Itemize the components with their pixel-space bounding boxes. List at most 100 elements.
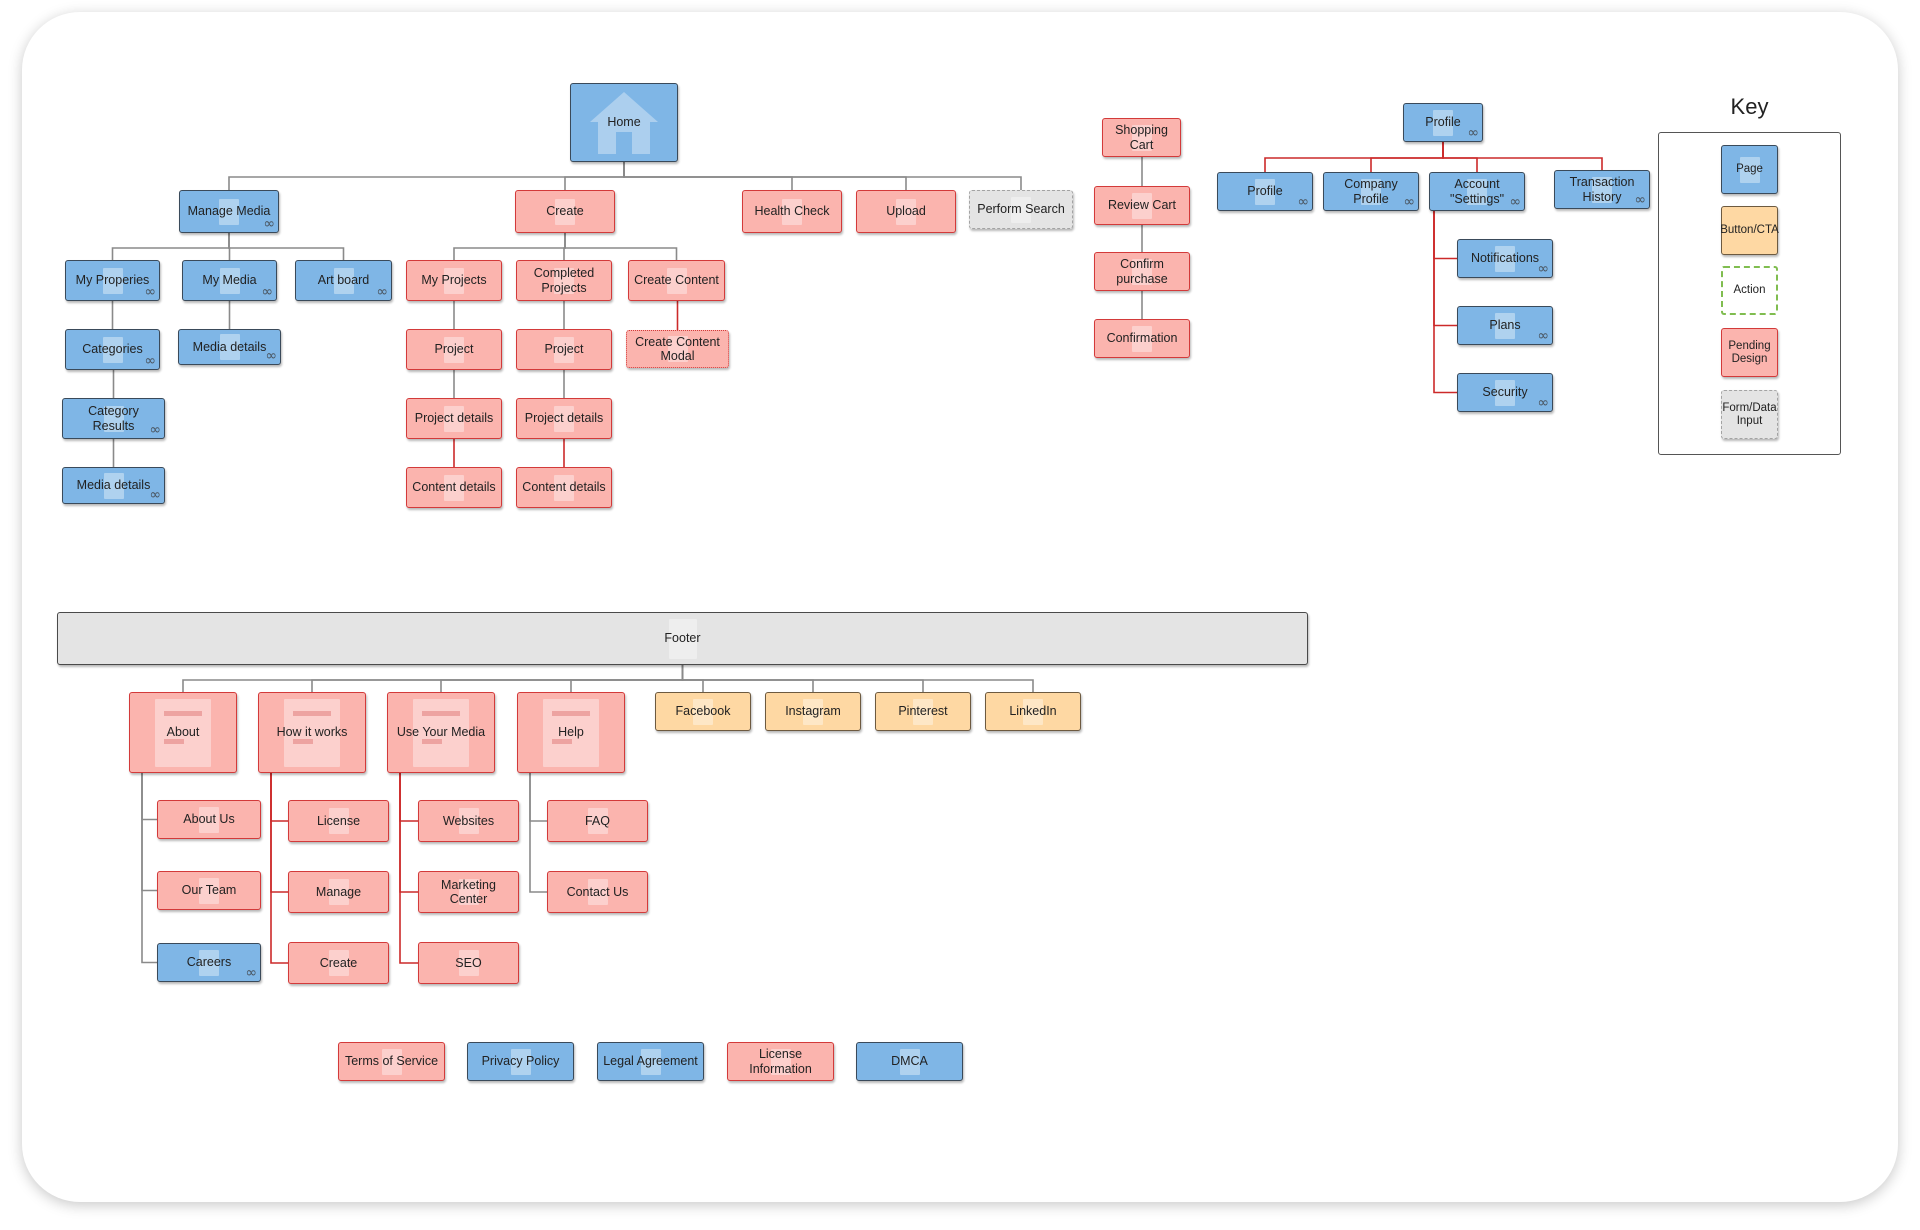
edge-manage-media-to-art-board	[228, 233, 345, 260]
node-license-information[interactable]: License Information	[727, 1042, 834, 1081]
node-create[interactable]: Create	[515, 190, 615, 233]
node-account-settings[interactable]: Account "Settings"∞	[1429, 172, 1525, 211]
edge-home-to-upload	[623, 162, 907, 190]
node-health-check[interactable]: Health Check	[742, 190, 842, 233]
node-seo[interactable]: SEO	[418, 942, 519, 984]
node-categories[interactable]: Categories∞	[65, 329, 160, 370]
page-icon	[458, 808, 479, 834]
node-label: Our Team	[181, 883, 237, 898]
node-label: Confirmation	[1106, 331, 1178, 346]
node-label: Project details	[524, 411, 604, 426]
node-license[interactable]: License	[288, 800, 389, 842]
node-project-1[interactable]: Project	[406, 329, 502, 370]
node-transaction-history[interactable]: Transaction History∞	[1554, 170, 1650, 209]
link-icon: ∞	[1537, 328, 1549, 344]
node-create-2[interactable]: Create	[288, 942, 389, 984]
node-use-your-media[interactable]: Use Your Media	[387, 692, 495, 773]
node-project-details-2[interactable]: Project details	[516, 398, 612, 439]
node-label: About	[166, 725, 200, 740]
node-profile[interactable]: Profile∞	[1217, 172, 1313, 211]
node-label: Help	[558, 725, 584, 740]
node-project-details-1[interactable]: Project details	[406, 398, 502, 439]
node-company-profile[interactable]: Company Profile∞	[1323, 172, 1419, 211]
node-terms-of-service[interactable]: Terms of Service	[338, 1042, 445, 1081]
node-legal-agreement[interactable]: Legal Agreement	[597, 1042, 704, 1081]
node-websites[interactable]: Websites	[418, 800, 519, 842]
page-icon	[510, 1048, 531, 1075]
node-create-content[interactable]: Create Content	[628, 260, 725, 301]
node-label: Category Results	[88, 404, 139, 433]
edge-home-to-perform-search	[623, 162, 1022, 190]
node-content-details-1[interactable]: Content details	[406, 467, 502, 508]
node-marketing-center[interactable]: Marketing Center	[418, 871, 519, 913]
node-my-media[interactable]: My Media∞	[182, 260, 277, 301]
node-linkedin[interactable]: LinkedIn	[985, 692, 1081, 731]
page-icon	[458, 879, 479, 905]
node-my-properies[interactable]: My Properies∞	[65, 260, 160, 301]
node-confirm-purchase[interactable]: Confirm purchase	[1094, 252, 1190, 291]
node-manage-media[interactable]: Manage Media∞	[179, 190, 279, 233]
node-home[interactable]: Home	[570, 83, 678, 162]
page-icon	[666, 267, 687, 294]
node-footer[interactable]: Footer	[57, 612, 1308, 665]
node-art-board[interactable]: Art board∞	[295, 260, 392, 301]
page-icon	[1255, 178, 1275, 205]
node-help[interactable]: Help	[517, 692, 625, 773]
node-label: Careers	[186, 955, 232, 970]
edge-create-to-my-projects	[453, 233, 566, 260]
node-about-us[interactable]: About Us	[157, 800, 261, 839]
link-icon: ∞	[144, 284, 156, 300]
key-item-label: Button/CTA	[1720, 224, 1779, 236]
node-about[interactable]: About	[129, 692, 237, 773]
node-my-projects[interactable]: My Projects	[406, 260, 502, 301]
node-security[interactable]: Security∞	[1457, 373, 1553, 412]
node-dmca[interactable]: DMCA	[856, 1042, 963, 1081]
key-item-label: Action	[1733, 284, 1766, 296]
page-icon	[1011, 196, 1031, 223]
node-careers[interactable]: Careers∞	[157, 943, 261, 982]
node-how-it-works[interactable]: How it works	[258, 692, 366, 773]
node-content-details-2[interactable]: Content details	[516, 467, 612, 508]
edge-how-it-works-to-manage	[270, 773, 288, 893]
edge-footer-to-pinterest	[681, 665, 924, 692]
link-icon: ∞	[149, 422, 161, 438]
node-media-details-1[interactable]: Media details∞	[178, 329, 281, 365]
page-icon	[1132, 258, 1152, 285]
node-profile-root[interactable]: Profile∞	[1403, 103, 1483, 142]
node-facebook[interactable]: Facebook	[655, 692, 751, 731]
node-plans[interactable]: Plans∞	[1457, 306, 1553, 345]
page-icon	[102, 267, 123, 294]
node-privacy-policy[interactable]: Privacy Policy	[467, 1042, 574, 1081]
node-label: Contact Us	[566, 884, 629, 899]
node-upload[interactable]: Upload	[856, 190, 956, 233]
page-icon	[103, 405, 124, 432]
node-review-cart[interactable]: Review Cart	[1094, 186, 1190, 225]
node-perform-search[interactable]: Perform Search	[969, 190, 1073, 229]
node-confirmation[interactable]: Confirmation	[1094, 319, 1190, 358]
node-project-2[interactable]: Project	[516, 329, 612, 370]
node-manage[interactable]: Manage	[288, 871, 389, 913]
node-contact-us[interactable]: Contact Us	[547, 871, 648, 913]
node-pinterest[interactable]: Pinterest	[875, 692, 971, 731]
node-label: Manage Media	[187, 204, 271, 219]
node-label: LinkedIn	[1009, 704, 1057, 719]
node-completed-projects[interactable]: Completed Projects	[516, 260, 612, 301]
node-label: Confirm purchase	[1116, 257, 1168, 286]
edge-help-to-contact-us	[529, 773, 547, 893]
page-icon	[913, 698, 933, 725]
node-create-content-modal[interactable]: Create Content Modal	[626, 330, 729, 368]
node-label: My Projects	[421, 273, 487, 288]
link-icon: ∞	[144, 353, 156, 369]
node-label: My Properies	[75, 273, 150, 288]
node-instagram[interactable]: Instagram	[765, 692, 861, 731]
page-icon	[554, 267, 574, 294]
page-icon	[555, 198, 575, 225]
node-category-results[interactable]: Category Results ∞	[62, 398, 165, 439]
node-our-team[interactable]: Our Team	[157, 871, 261, 910]
node-faq[interactable]: FAQ	[547, 800, 648, 842]
node-label: Profile	[1425, 115, 1461, 130]
node-media-details-2[interactable]: Media details∞	[62, 467, 165, 504]
node-shopping-cart[interactable]: Shopping Cart	[1102, 118, 1181, 157]
page-icon	[668, 618, 697, 659]
node-notifications[interactable]: Notifications∞	[1457, 239, 1553, 278]
